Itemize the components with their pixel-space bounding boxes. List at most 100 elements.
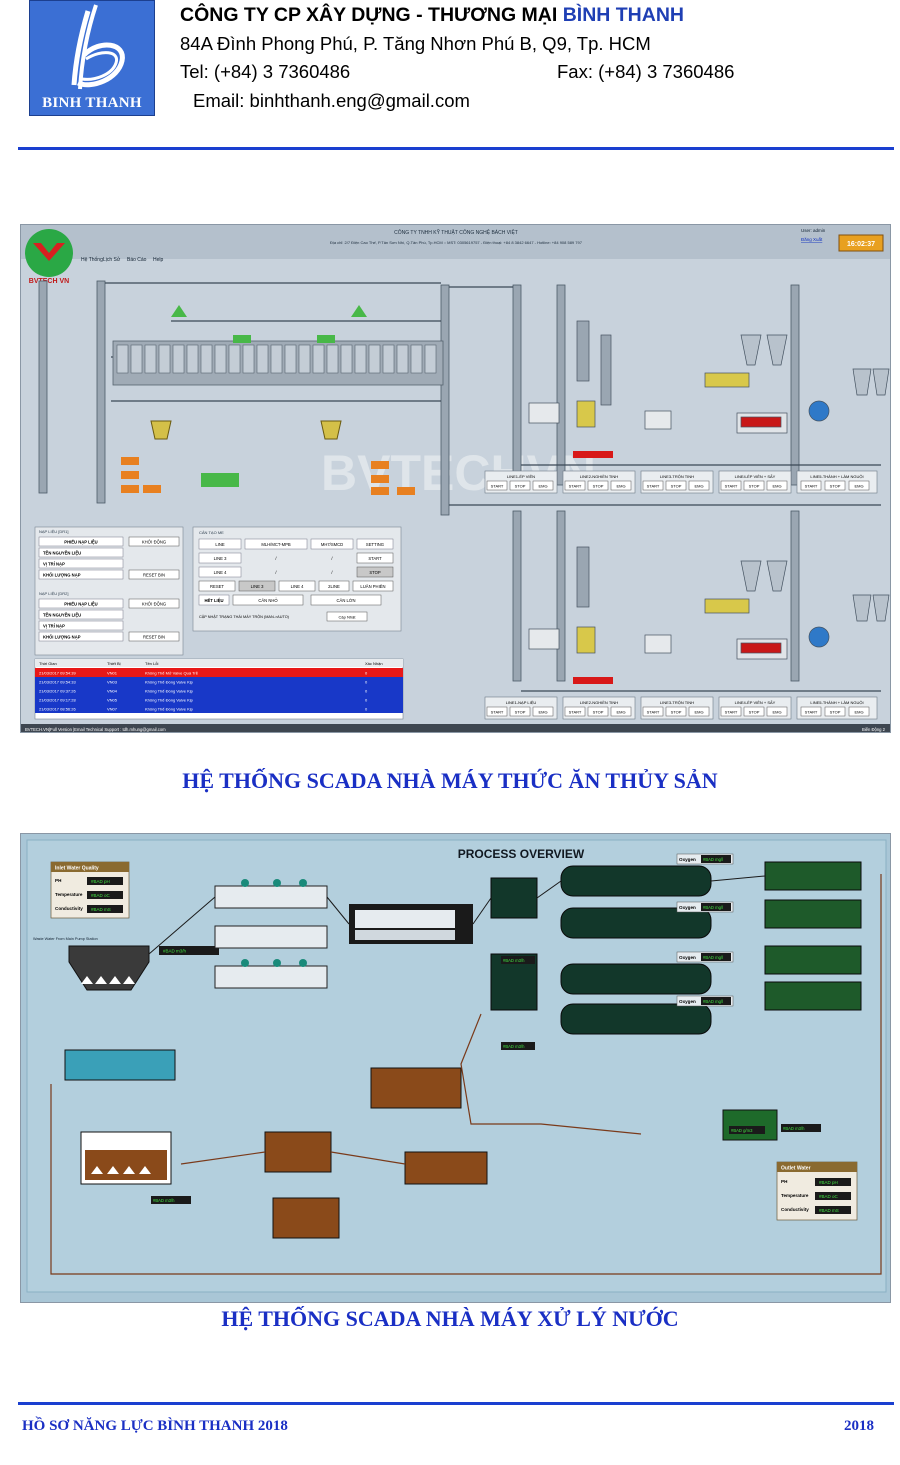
line-group-top-4: LINE4-ÉP VIÊN + SẤY START STOP EMG — [718, 470, 792, 494]
stop-button[interactable] — [743, 480, 765, 491]
menu-item-history[interactable]: Lịch Sử — [103, 256, 121, 263]
emergency-button[interactable] — [532, 706, 554, 717]
stop-button[interactable] — [509, 706, 531, 717]
mixer-rotation-button[interactable] — [352, 580, 394, 592]
start-button[interactable] — [642, 480, 664, 491]
emergency-button[interactable] — [766, 480, 788, 491]
stop-button[interactable] — [665, 480, 687, 491]
outlet-temp-value: #BAD oC — [819, 1194, 839, 1199]
table-row[interactable]: 21/03/2017 09:37:26 VN04 Không Thể Đóng … — [35, 686, 403, 695]
start-feed-button[interactable] — [128, 598, 180, 609]
start-feed-button[interactable] — [128, 536, 180, 547]
line-label-bottom: LINE1-NẠP LIỆU — [506, 700, 537, 705]
oxygen-label: Oxygen — [679, 905, 696, 910]
start-button[interactable] — [800, 706, 822, 717]
alarm-cell: VN04 — [107, 689, 118, 694]
reset-bin-button[interactable] — [128, 569, 180, 580]
emergency-button[interactable] — [532, 480, 554, 491]
emergency-button[interactable] — [610, 706, 632, 717]
header-divider — [18, 147, 894, 150]
mixer-stop-button-label: STOP — [369, 570, 381, 575]
start-button[interactable] — [486, 480, 508, 491]
outlet-ph-label: PH — [781, 1179, 788, 1184]
line-group-top-5: LINE5-THÀNH + LÀM NGUỘI START STOP EMG — [796, 470, 878, 494]
feed-form-row: KHỐI LƯỢNG NẠP — [43, 573, 81, 578]
small-scale-button[interactable] — [232, 594, 304, 606]
stop-button[interactable] — [587, 706, 609, 717]
emergency-button[interactable] — [766, 706, 788, 717]
feed-equipment — [121, 305, 415, 495]
water-treatment-scada-canvas: PROCESS OVERVIEW Inlet Water Quality PH … — [21, 834, 890, 1302]
footer-page: 2018 — [844, 1418, 874, 1434]
stop-button[interactable] — [587, 480, 609, 491]
scada1-header-address: Địa chỉ: 2/7 Điện Cao Thế, P.Tân Sơn Nhì… — [330, 240, 583, 245]
line-label-top: LINE4-ÉP VIÊN + SẤY — [735, 474, 776, 479]
update-button[interactable] — [326, 611, 368, 622]
outlet-cond-value: #BAD mS — [819, 1208, 839, 1213]
table-row[interactable]: 21/03/2017 09:54:39 VN01 Không Thể Mở Va… — [35, 668, 403, 677]
start-button[interactable] — [486, 706, 508, 717]
emergency-button[interactable] — [610, 480, 632, 491]
stop-button[interactable] — [824, 480, 846, 491]
line-label-top: LINE5-THÀNH + LÀM NGUỘI — [810, 474, 863, 479]
table-row[interactable]: 21/03/2017 09:54:33 VN03 Không Thể Đóng … — [35, 677, 403, 686]
oxygen-readouts: Oxygen #BAD mg/l Oxygen #BAD mg/l Oxygen… — [676, 853, 734, 1007]
start-feed-button-label: KHỞI ĐỘNG — [142, 602, 166, 607]
mixer-header: MLH/MCT-MPB — [261, 542, 291, 547]
start-button[interactable] — [564, 480, 586, 491]
stop-button[interactable] — [743, 706, 765, 717]
alarm-cell: VN05 — [107, 698, 118, 703]
stop-button[interactable] — [509, 480, 531, 491]
clarifiers — [764, 861, 862, 1011]
start-button[interactable] — [642, 706, 664, 717]
table-row[interactable]: 21/03/2017 09:17:28 VN05 Không Thể Đóng … — [35, 695, 403, 704]
start-button[interactable] — [564, 706, 586, 717]
large-scale-button[interactable] — [310, 594, 382, 606]
scada1-logout-link[interactable]: Đăng Xuất — [801, 237, 823, 242]
menu-item-help[interactable]: Help — [153, 257, 164, 263]
mixer-header: LINE — [215, 542, 225, 547]
emergency-button[interactable] — [848, 480, 870, 491]
mixer-reset-button[interactable] — [198, 580, 236, 592]
inlet-pit — [68, 945, 150, 991]
mixer-stop-button[interactable] — [356, 566, 394, 578]
outlet-concentration-display — [729, 1126, 765, 1134]
mixer-line3-button-label: LINE 3 — [251, 584, 264, 589]
aeration-tanks — [490, 865, 712, 1035]
mixer-line4-button[interactable] — [278, 580, 316, 592]
inlet-cond-label: Conductivity — [55, 906, 83, 911]
start-button[interactable] — [720, 706, 742, 717]
reset-bin-button[interactable] — [128, 631, 180, 642]
emergency-button[interactable] — [688, 480, 710, 491]
table-row[interactable]: 21/03/2017 08:56:26 VN07 Không Thể Đóng … — [35, 704, 403, 713]
mixer-line3-button[interactable] — [238, 580, 276, 592]
alarm-cell: 21/03/2017 09:54:33 — [39, 680, 76, 685]
aeration-flow-value: #BAD m3/h — [503, 958, 525, 963]
mixer-update-label: CẬP NHẬT TRẠNG THÁI MÁY TRỘN (MAN->AUTO) — [199, 614, 290, 619]
inlet-quality-panel: Inlet Water Quality PH #BAD pH Temperatu… — [50, 861, 130, 919]
mixer-2line-button[interactable] — [318, 580, 350, 592]
digesters — [64, 1049, 488, 1239]
sludge-piping — [50, 874, 882, 1275]
inlet-ph-value: #BAD pH — [91, 879, 110, 884]
bvtech-logo-text: BVTECH VN — [29, 278, 69, 285]
emergency-button[interactable] — [848, 706, 870, 717]
start-button[interactable] — [720, 480, 742, 491]
start-button[interactable] — [800, 480, 822, 491]
stop-button[interactable] — [824, 706, 846, 717]
stop-button[interactable] — [665, 706, 687, 717]
mixer-cell: / — [275, 570, 277, 575]
inlet-flow-value: #BAD m3/h — [163, 949, 187, 954]
emergency-button[interactable] — [688, 706, 710, 717]
menu-item-report[interactable]: Báo Cáo — [127, 257, 147, 263]
menu-item-system[interactable]: Hệ Thống — [81, 257, 103, 263]
line-group-top-1: LINE1-ÉP VIÊN START STOP EMG — [484, 470, 558, 494]
mixer-start-button[interactable] — [356, 552, 394, 564]
mixer-start-button-label: START — [368, 556, 382, 561]
line-group-bottom-1: LINE1-NẠP LIỆU START STOP EMG — [484, 696, 558, 720]
outlet-cond-label: Conductivity — [781, 1207, 809, 1212]
outlet-temp-label: Temperature — [781, 1193, 809, 1198]
alarm-cell: Không Thể Đóng Valve Kịp — [145, 689, 194, 694]
alarm-cell: VN03 — [107, 680, 118, 685]
inlet-temp-label: Temperature — [55, 892, 83, 897]
